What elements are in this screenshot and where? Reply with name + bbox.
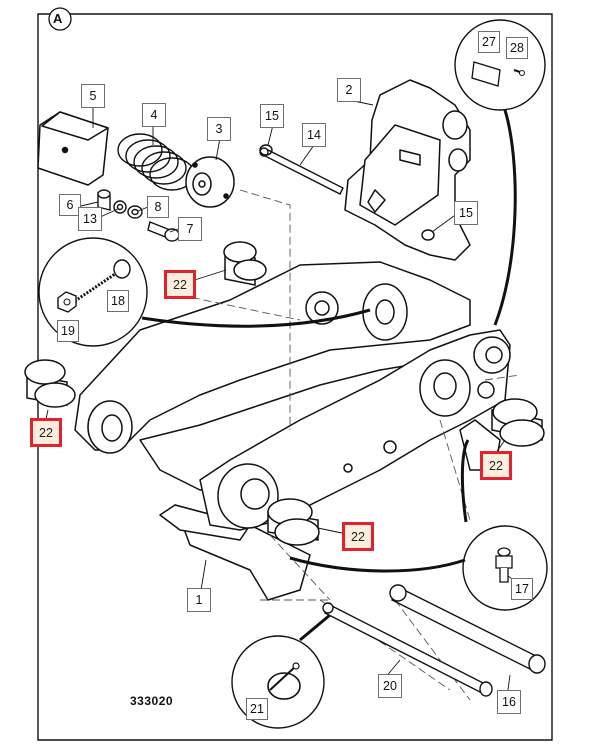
callout-15-upper[interactable]: 15 xyxy=(260,104,284,128)
callout-15-lower[interactable]: 15 xyxy=(454,201,478,225)
hitch-frame-part-1 xyxy=(74,261,511,601)
washer-part-8 xyxy=(127,205,143,219)
pin-part-20 xyxy=(322,602,493,697)
drawing-number: 333020 xyxy=(130,694,174,708)
bolt-part-7 xyxy=(147,221,180,242)
callout-20[interactable]: 20 xyxy=(378,674,402,698)
callout-22-upper-left[interactable]: 22 xyxy=(164,270,196,299)
circlip-lower xyxy=(421,229,435,241)
spring-cap-part-3 xyxy=(185,156,235,208)
bush-right xyxy=(491,398,545,447)
washer-part-13 xyxy=(113,200,127,214)
callout-16[interactable]: 16 xyxy=(497,690,521,714)
circlip-upper xyxy=(259,144,273,156)
bush-upper-left xyxy=(223,241,267,286)
callout-4[interactable]: 4 xyxy=(142,103,166,127)
inset-bolt-nut xyxy=(38,237,148,347)
callout-22-right[interactable]: 22 xyxy=(480,451,512,480)
inset-plate-screw xyxy=(454,19,546,111)
callout-3[interactable]: 3 xyxy=(207,117,231,141)
sheet-frame xyxy=(37,13,553,741)
callout-8[interactable]: 8 xyxy=(147,196,169,218)
callout-22-front[interactable]: 22 xyxy=(342,522,374,551)
inset-grease-nipple xyxy=(462,525,548,611)
sleeve-part-6 xyxy=(97,189,111,211)
callout-13[interactable]: 13 xyxy=(78,207,102,231)
callout-1[interactable]: 1 xyxy=(187,588,211,612)
pin-part-14 xyxy=(259,147,344,195)
callout-22-left[interactable]: 22 xyxy=(30,418,62,447)
spring-part-4 xyxy=(117,133,195,191)
latch-bracket-part-2 xyxy=(344,79,471,261)
pin-part-16 xyxy=(389,584,546,674)
callout-27[interactable]: 27 xyxy=(478,31,500,53)
callout-21[interactable]: 21 xyxy=(246,698,268,720)
bush-left xyxy=(24,359,76,408)
callout-5[interactable]: 5 xyxy=(81,84,105,108)
callout-7[interactable]: 7 xyxy=(178,217,202,241)
callout-18[interactable]: 18 xyxy=(107,290,129,312)
callout-14[interactable]: 14 xyxy=(302,123,326,147)
spring-block-part-5 xyxy=(37,111,109,186)
callout-19[interactable]: 19 xyxy=(57,320,79,342)
callout-2[interactable]: 2 xyxy=(337,78,361,102)
bush-front xyxy=(267,498,320,546)
view-letter-badge xyxy=(48,7,72,31)
view-letter: A xyxy=(53,11,63,26)
callout-6[interactable]: 6 xyxy=(59,194,81,216)
callout-28[interactable]: 28 xyxy=(506,37,528,59)
callout-17[interactable]: 17 xyxy=(511,578,533,600)
